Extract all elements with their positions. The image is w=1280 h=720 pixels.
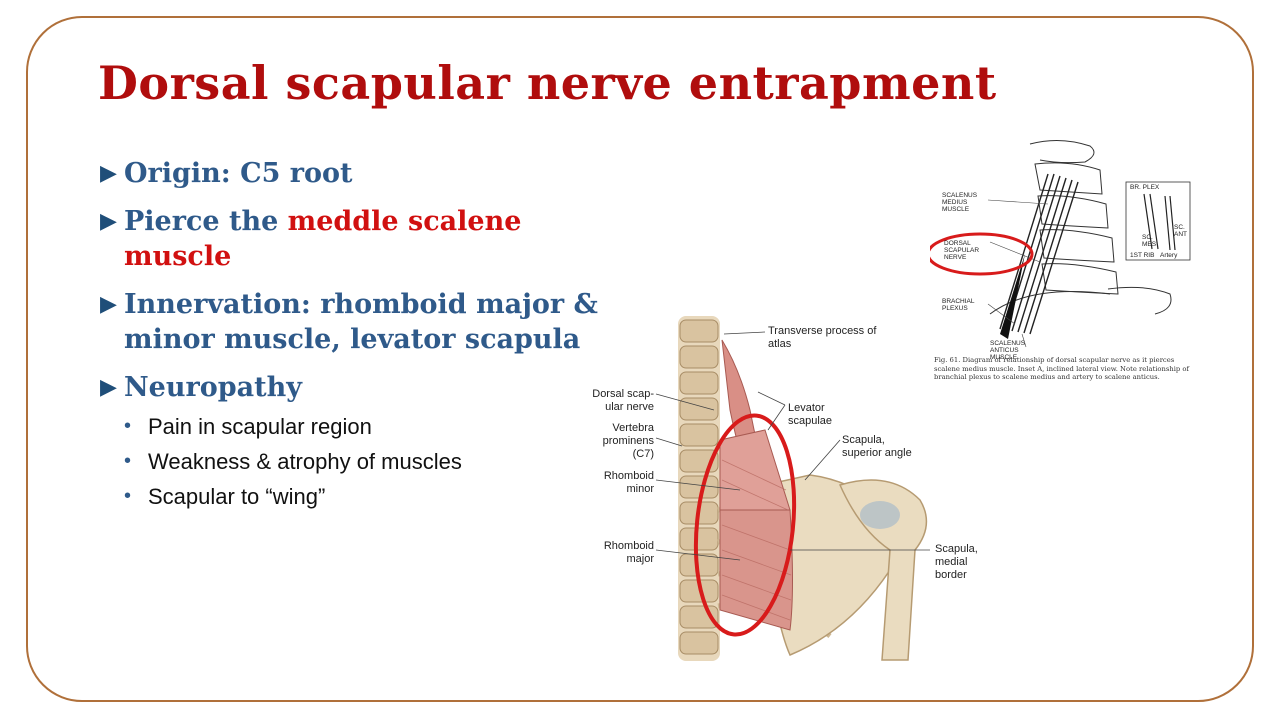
label-levator-scapulae: Levator scapulae xyxy=(788,402,833,427)
inset-sketch xyxy=(1143,193,1176,251)
label-inset-artery: Artery xyxy=(1160,252,1178,259)
label-rhomboid-major: Rhomboid major xyxy=(603,540,654,565)
rhomboid-minor-muscle xyxy=(719,429,791,511)
scalene-diagram xyxy=(926,140,1191,348)
bullet-pierce-highlight: meddle scalene muscle xyxy=(124,206,522,272)
leader-lines xyxy=(655,331,930,561)
cervical-spine-sketch xyxy=(989,140,1172,315)
bullet-origin-text: Origin: C5 root xyxy=(124,158,353,189)
triangle-bullet-icon: ▶ xyxy=(100,374,117,400)
anatomy-illustration xyxy=(655,316,930,661)
shoulder-joint-illustration xyxy=(860,501,900,529)
bullet-origin: ▶ Origin: C5 root xyxy=(100,156,620,191)
label-brachial-plexus: BRACHIAL PLEXUS xyxy=(942,298,975,312)
list-item: •Pain in scapular region xyxy=(100,409,620,444)
bullet-pierce-text: Pierce the xyxy=(124,206,288,237)
label-inset-mes: SC. MES xyxy=(1142,234,1157,248)
label-scapula-medial-border: Scapula, medial border xyxy=(935,543,978,581)
slide-title: Dorsal scapular nerve entrapment xyxy=(98,56,997,110)
anatomy-figure: Transverse process of atlas Dorsal scap-… xyxy=(590,310,990,670)
label-scapula-superior-angle: Scapula, superior angle xyxy=(842,434,912,459)
slide-frame xyxy=(26,16,1254,702)
bullet-neuropathy: ▶ Neuropathy xyxy=(100,370,620,405)
dot-bullet-icon: • xyxy=(124,450,132,472)
label-vertebra-prominens: Vertebra prominens (C7) xyxy=(602,422,654,460)
dot-bullet-icon: • xyxy=(124,415,132,437)
neuropathy-sublist: •Pain in scapular region •Weakness & atr… xyxy=(100,409,620,514)
label-transverse-process: Transverse process of atlas xyxy=(768,325,877,350)
label-dorsal-scapular: DORSAL SCAPULAR NERVE xyxy=(944,240,980,261)
label-inset-plex: BR. PLEX xyxy=(1130,184,1160,191)
dot-bullet-icon: • xyxy=(124,485,132,507)
label-inset-rib: 1st RIB xyxy=(1130,252,1155,259)
highlight-circle xyxy=(693,413,797,637)
bullet-pierce: ▶ Pierce the meddle scalene muscle xyxy=(100,204,620,274)
muscle-fibers xyxy=(721,459,792,621)
humerus-illustration xyxy=(838,479,928,661)
triangle-bullet-icon: ▶ xyxy=(100,291,117,317)
label-dorsal-scapular-nerve: Dorsal scap-ular nerve xyxy=(592,388,654,413)
triangle-bullet-icon: ▶ xyxy=(100,160,117,186)
label-scalenus-anticus: SCALENUS ANTICUS MUSCLE xyxy=(990,340,1026,361)
spine-illustration xyxy=(678,316,720,661)
scalene-diagram-figure: SCALENUS MEDIUS MUSCLE DORSAL SCAPULAR N… xyxy=(926,134,1210,394)
diagram-leader-lines xyxy=(987,199,1049,348)
bullet-innervation: ▶ Innervation: rhomboid major & minor mu… xyxy=(100,287,620,357)
label-rhomboid-minor: Rhomboid minor xyxy=(603,470,654,495)
triangle-bullet-icon: ▶ xyxy=(100,208,117,234)
diagram-caption: Fig. 61. Diagram of relationship of dors… xyxy=(934,356,1190,381)
bullet-list: ▶ Origin: C5 root ▶ Pierce the meddle sc… xyxy=(100,156,620,514)
label-inset-ant: SC. ANT xyxy=(1174,224,1187,238)
list-item: •Weakness & atrophy of muscles xyxy=(100,444,620,479)
list-item: •Scapular to “wing” xyxy=(100,479,620,514)
bullet-innervation-text: Innervation: rhomboid major & minor musc… xyxy=(124,289,598,355)
label-scalenus-medius: SCALENUS MEDIUS MUSCLE xyxy=(942,192,978,213)
bullet-neuropathy-text: Neuropathy xyxy=(124,372,302,403)
